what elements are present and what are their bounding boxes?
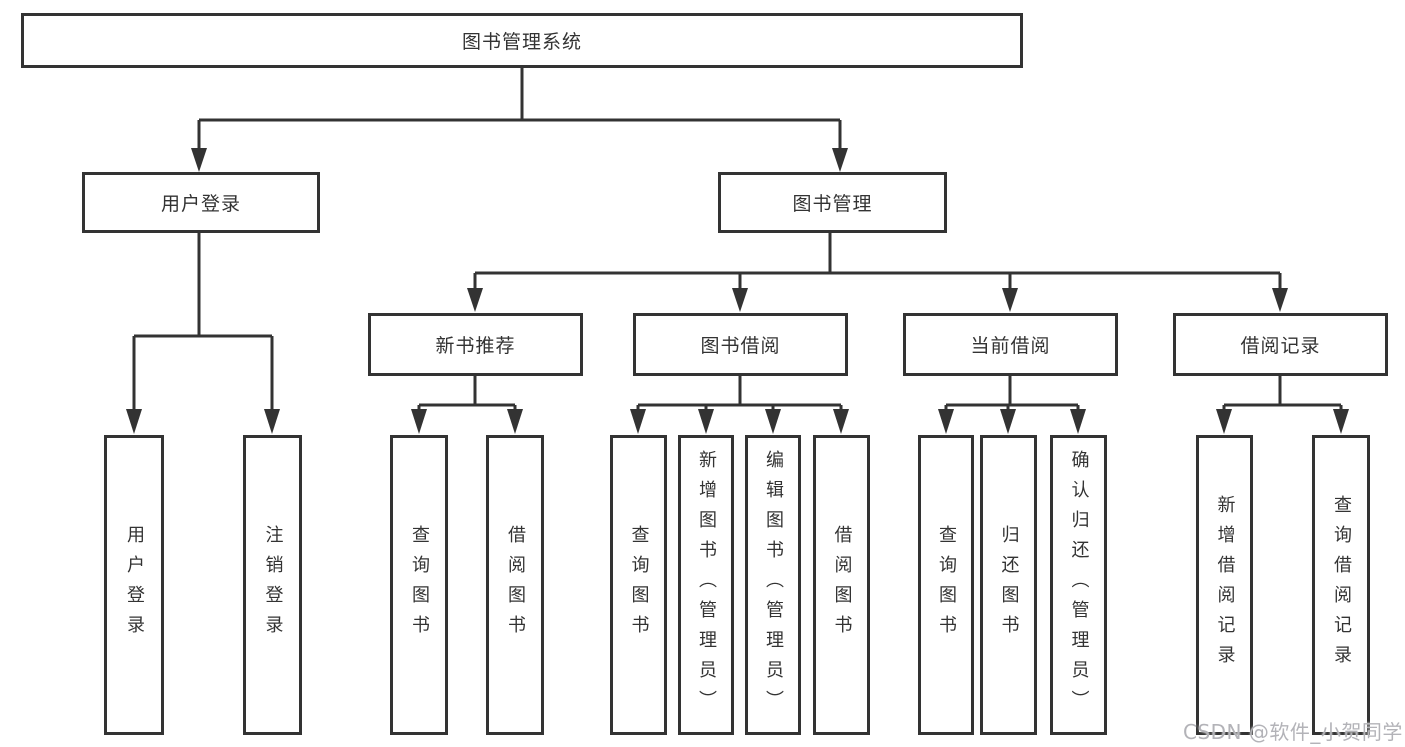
- node-user-login: 用户登录: [82, 172, 320, 233]
- leaf-label: 借阅图书: [505, 525, 526, 645]
- leaf-label: 注销登录: [262, 525, 284, 645]
- leaf-current-return-books: 归还图书: [980, 435, 1037, 735]
- leaf-label: 新增借阅记录: [1214, 495, 1236, 675]
- leaf-records-add-record: 新增借阅记录: [1196, 435, 1253, 735]
- leaf-current-confirm-return-admin: 确认归还（管理员）: [1050, 435, 1107, 735]
- leaf-user-login: 用户登录: [104, 435, 164, 735]
- leaf-label: 查询借阅记录: [1331, 495, 1352, 675]
- node-label: 借阅记录: [1240, 335, 1321, 357]
- node-label: 图书管理: [792, 193, 873, 215]
- node-library-system: 图书管理系统: [21, 13, 1023, 68]
- leaf-label: 查询图书: [628, 525, 650, 645]
- node-label: 用户登录: [160, 193, 241, 215]
- node-label: 图书管理系统: [461, 31, 582, 53]
- leaf-borrowing-borrow-books: 借阅图书: [813, 435, 870, 735]
- leaf-label: 查询图书: [409, 525, 430, 645]
- leaf-label: 用户登录: [124, 525, 145, 645]
- node-label: 当前借阅: [970, 335, 1051, 357]
- node-borrowing-records: 借阅记录: [1173, 313, 1388, 376]
- node-new-book-recommend: 新书推荐: [368, 313, 583, 376]
- arrowheads: [126, 148, 1349, 434]
- leaf-borrowing-edit-books-admin: 编辑图书（管理员）: [745, 435, 801, 735]
- node-book-management: 图书管理: [718, 172, 947, 233]
- leaf-borrowing-query-books: 查询图书: [610, 435, 667, 735]
- leaf-current-query-books: 查询图书: [918, 435, 974, 735]
- csdn-watermark: CSDN @软件_小贺同学: [1183, 720, 1403, 744]
- node-label: 图书借阅: [700, 335, 781, 357]
- leaf-logout: 注销登录: [243, 435, 302, 735]
- leaf-label: 归还图书: [998, 525, 1020, 645]
- leaf-borrowing-add-books-admin: 新增图书（管理员）: [678, 435, 734, 735]
- leaf-records-query-record: 查询借阅记录: [1312, 435, 1370, 735]
- leaf-recommend-query-books: 查询图书: [390, 435, 448, 735]
- node-label: 新书推荐: [435, 335, 516, 357]
- node-current-borrowing: 当前借阅: [903, 313, 1118, 376]
- node-book-borrowing: 图书借阅: [633, 313, 848, 376]
- leaf-label: 新增图书（管理员）: [696, 450, 717, 720]
- leaf-label: 查询图书: [936, 525, 957, 645]
- leaf-label: 借阅图书: [831, 525, 853, 645]
- leaf-label: 编辑图书（管理员）: [763, 450, 784, 720]
- leaf-recommend-borrow-books: 借阅图书: [486, 435, 544, 735]
- leaf-label: 确认归还（管理员）: [1068, 450, 1090, 720]
